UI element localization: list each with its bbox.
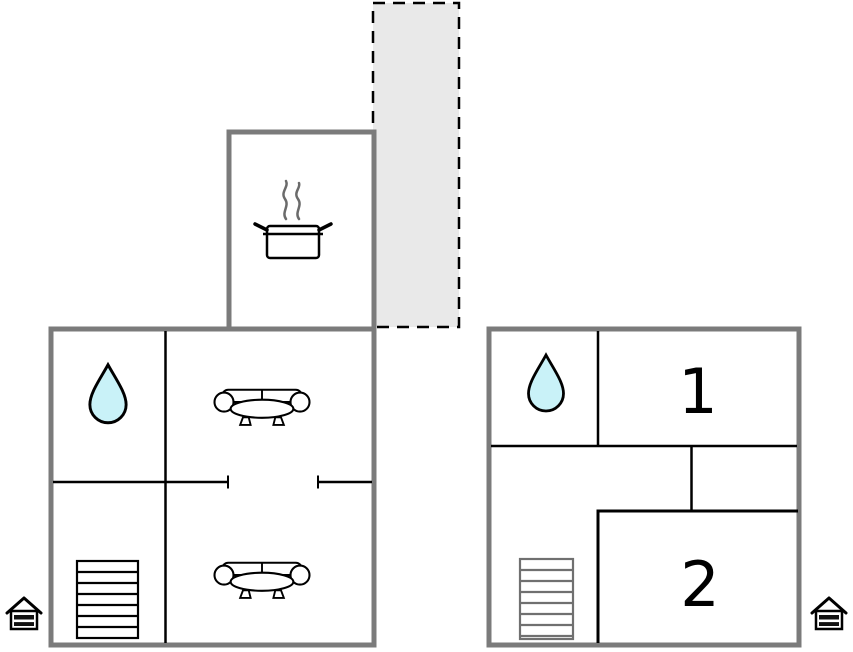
room-2-label: 2 [680,548,719,621]
stairs-icon [75,559,140,640]
stairs-icon [518,557,575,641]
house-entrance-icon [810,596,848,631]
cooking-pot-icon [253,179,333,260]
ground-floor [5,1,461,648]
pot-handles [253,222,333,232]
room-2-walls [596,509,798,643]
pot-body [265,224,321,260]
first-floor-interior-walls [491,331,798,643]
house-entrance-icon [5,596,43,631]
first-floor: 1 2 [486,326,848,648]
room-1-label: 1 [678,355,717,428]
ground-floor-interior-walls [53,331,372,643]
terrace-area [371,1,461,329]
door-jamb [227,475,319,489]
steam-icon [282,179,301,221]
